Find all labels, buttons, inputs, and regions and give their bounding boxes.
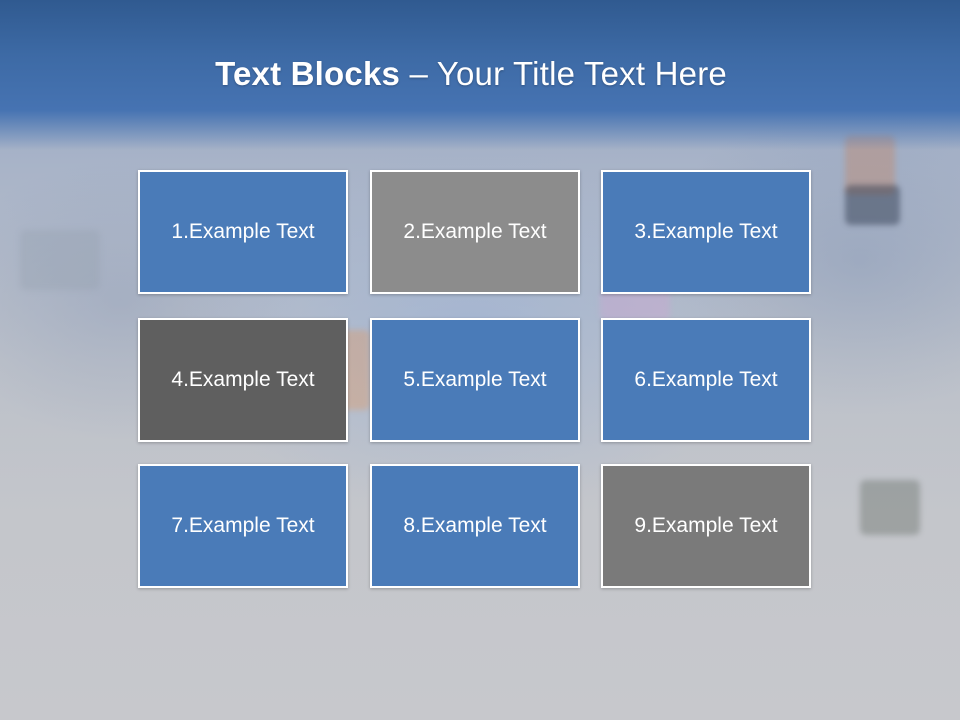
background-blur-shape — [20, 230, 100, 290]
text-block-8[interactable]: 8.Example Text — [370, 464, 580, 588]
text-block-label: 5.Example Text — [403, 368, 547, 391]
text-block-3[interactable]: 3.Example Text — [601, 170, 811, 294]
text-block-7[interactable]: 7.Example Text — [138, 464, 348, 588]
text-block-label: 3.Example Text — [634, 220, 778, 243]
slide-title: Text Blocks – Your Title Text Here — [0, 55, 942, 93]
title-dash: – — [409, 55, 428, 92]
text-block-label: 8.Example Text — [403, 514, 547, 537]
title-bold-text: Text Blocks — [215, 55, 401, 92]
text-block-9[interactable]: 9.Example Text — [601, 464, 811, 588]
background-blur-shape — [845, 185, 900, 225]
background-blur-shape — [600, 290, 670, 320]
title-bar — [0, 0, 960, 150]
text-block-5[interactable]: 5.Example Text — [370, 318, 580, 442]
text-block-label: 2.Example Text — [403, 220, 547, 243]
background-blur-shape — [860, 480, 920, 535]
text-block-1[interactable]: 1.Example Text — [138, 170, 348, 294]
title-rest-text: Your Title Text Here — [436, 55, 727, 92]
text-block-label: 1.Example Text — [171, 220, 315, 243]
text-block-label: 4.Example Text — [171, 368, 315, 391]
text-block-4[interactable]: 4.Example Text — [138, 318, 348, 442]
text-block-label: 9.Example Text — [634, 514, 778, 537]
text-block-2[interactable]: 2.Example Text — [370, 170, 580, 294]
text-block-6[interactable]: 6.Example Text — [601, 318, 811, 442]
text-block-label: 7.Example Text — [171, 514, 315, 537]
text-block-label: 6.Example Text — [634, 368, 778, 391]
